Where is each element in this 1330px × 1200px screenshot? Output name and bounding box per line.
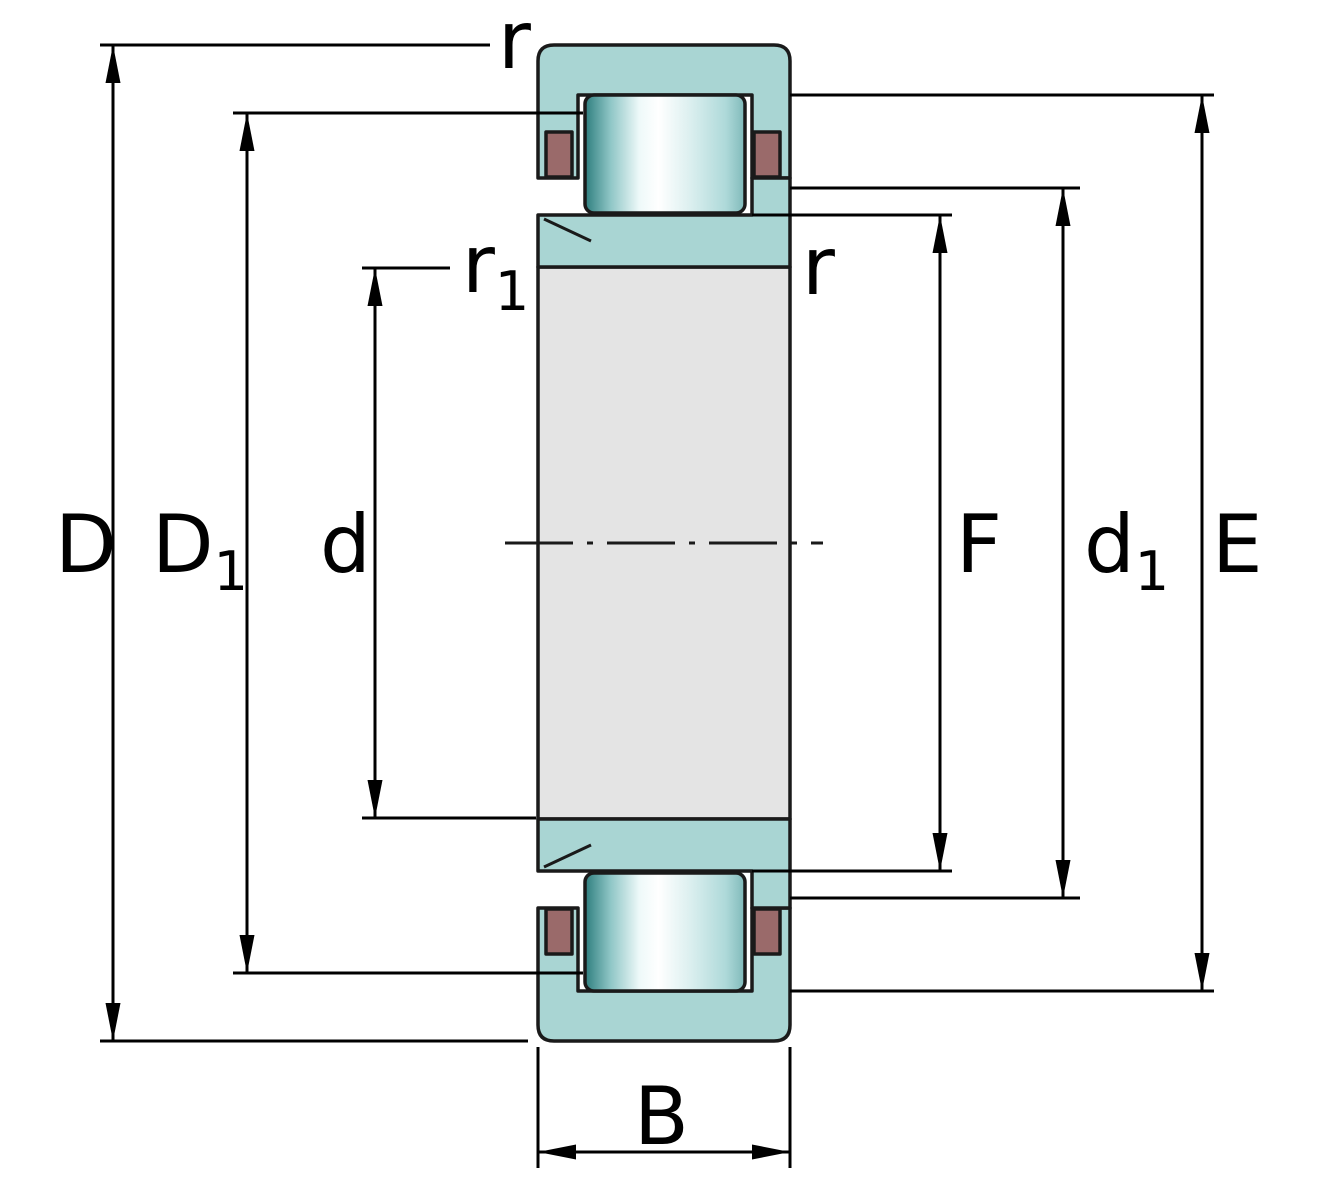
arrowhead-E-bottom (1194, 953, 1210, 991)
dim-B: B (536, 1047, 792, 1168)
roller-bottom (583, 871, 747, 993)
dim-label-F: F (956, 498, 1002, 591)
cage-bottom-left (544, 907, 574, 956)
arrowhead-B-left (538, 1144, 576, 1160)
dim-label-r1-sub: 1 (495, 260, 529, 323)
cage-top-left (544, 130, 574, 179)
arrowhead-F-top (932, 215, 948, 253)
dim-E: E (790, 93, 1263, 993)
dim-D: D (55, 43, 528, 1043)
roller-top (583, 93, 747, 215)
dim-label-B: B (634, 1070, 689, 1163)
dim-label-d1-sub: 1 (1135, 540, 1169, 603)
arrowhead-d1-bottom (1055, 860, 1071, 898)
bearing-drawing (505, 43, 823, 1043)
dim-label-D1: D1 (152, 498, 248, 603)
arrowhead-d1-top (1055, 188, 1071, 226)
cage-top-right (752, 130, 782, 179)
arrowhead-d-bottom (367, 780, 383, 818)
dim-label-d: d (320, 498, 371, 591)
arrowhead-E-top (1194, 95, 1210, 133)
arrowhead-D1-top (239, 113, 255, 151)
inner-ring-flange-edge-top (543, 217, 592, 243)
arrowhead-D-top (105, 45, 121, 83)
inner-ring-flange-edge-bottom (543, 843, 592, 869)
dim-label-r-top: r (498, 0, 531, 87)
dim-label-D1-sub: 1 (214, 540, 248, 603)
arrowhead-B-right (752, 1144, 790, 1160)
dim-label-d1: d1 (1084, 498, 1169, 603)
inner-ring-bottom (536, 817, 792, 910)
cage-bottom-right (752, 907, 782, 956)
dim-d: d (320, 266, 536, 820)
dim-label-E: E (1212, 498, 1263, 591)
dim-label-r-inner: r (802, 220, 835, 313)
dim-label-r1-base: r (462, 218, 495, 311)
arrowhead-D1-bottom (239, 935, 255, 973)
dim-F: F (752, 213, 1002, 873)
inner-ring-top (536, 176, 792, 269)
dim-label-r1: r1 (462, 218, 529, 323)
arrowhead-d-top (367, 268, 383, 306)
dim-label-D1-base: D (152, 498, 214, 591)
arrowhead-D-bottom (105, 1003, 121, 1041)
dim-label-d1-base: d (1084, 498, 1135, 591)
dim-label-D: D (55, 498, 117, 591)
dim-d1: d1 (790, 186, 1169, 900)
dim-D1: D1 (152, 111, 583, 975)
arrowhead-F-bottom (932, 833, 948, 871)
